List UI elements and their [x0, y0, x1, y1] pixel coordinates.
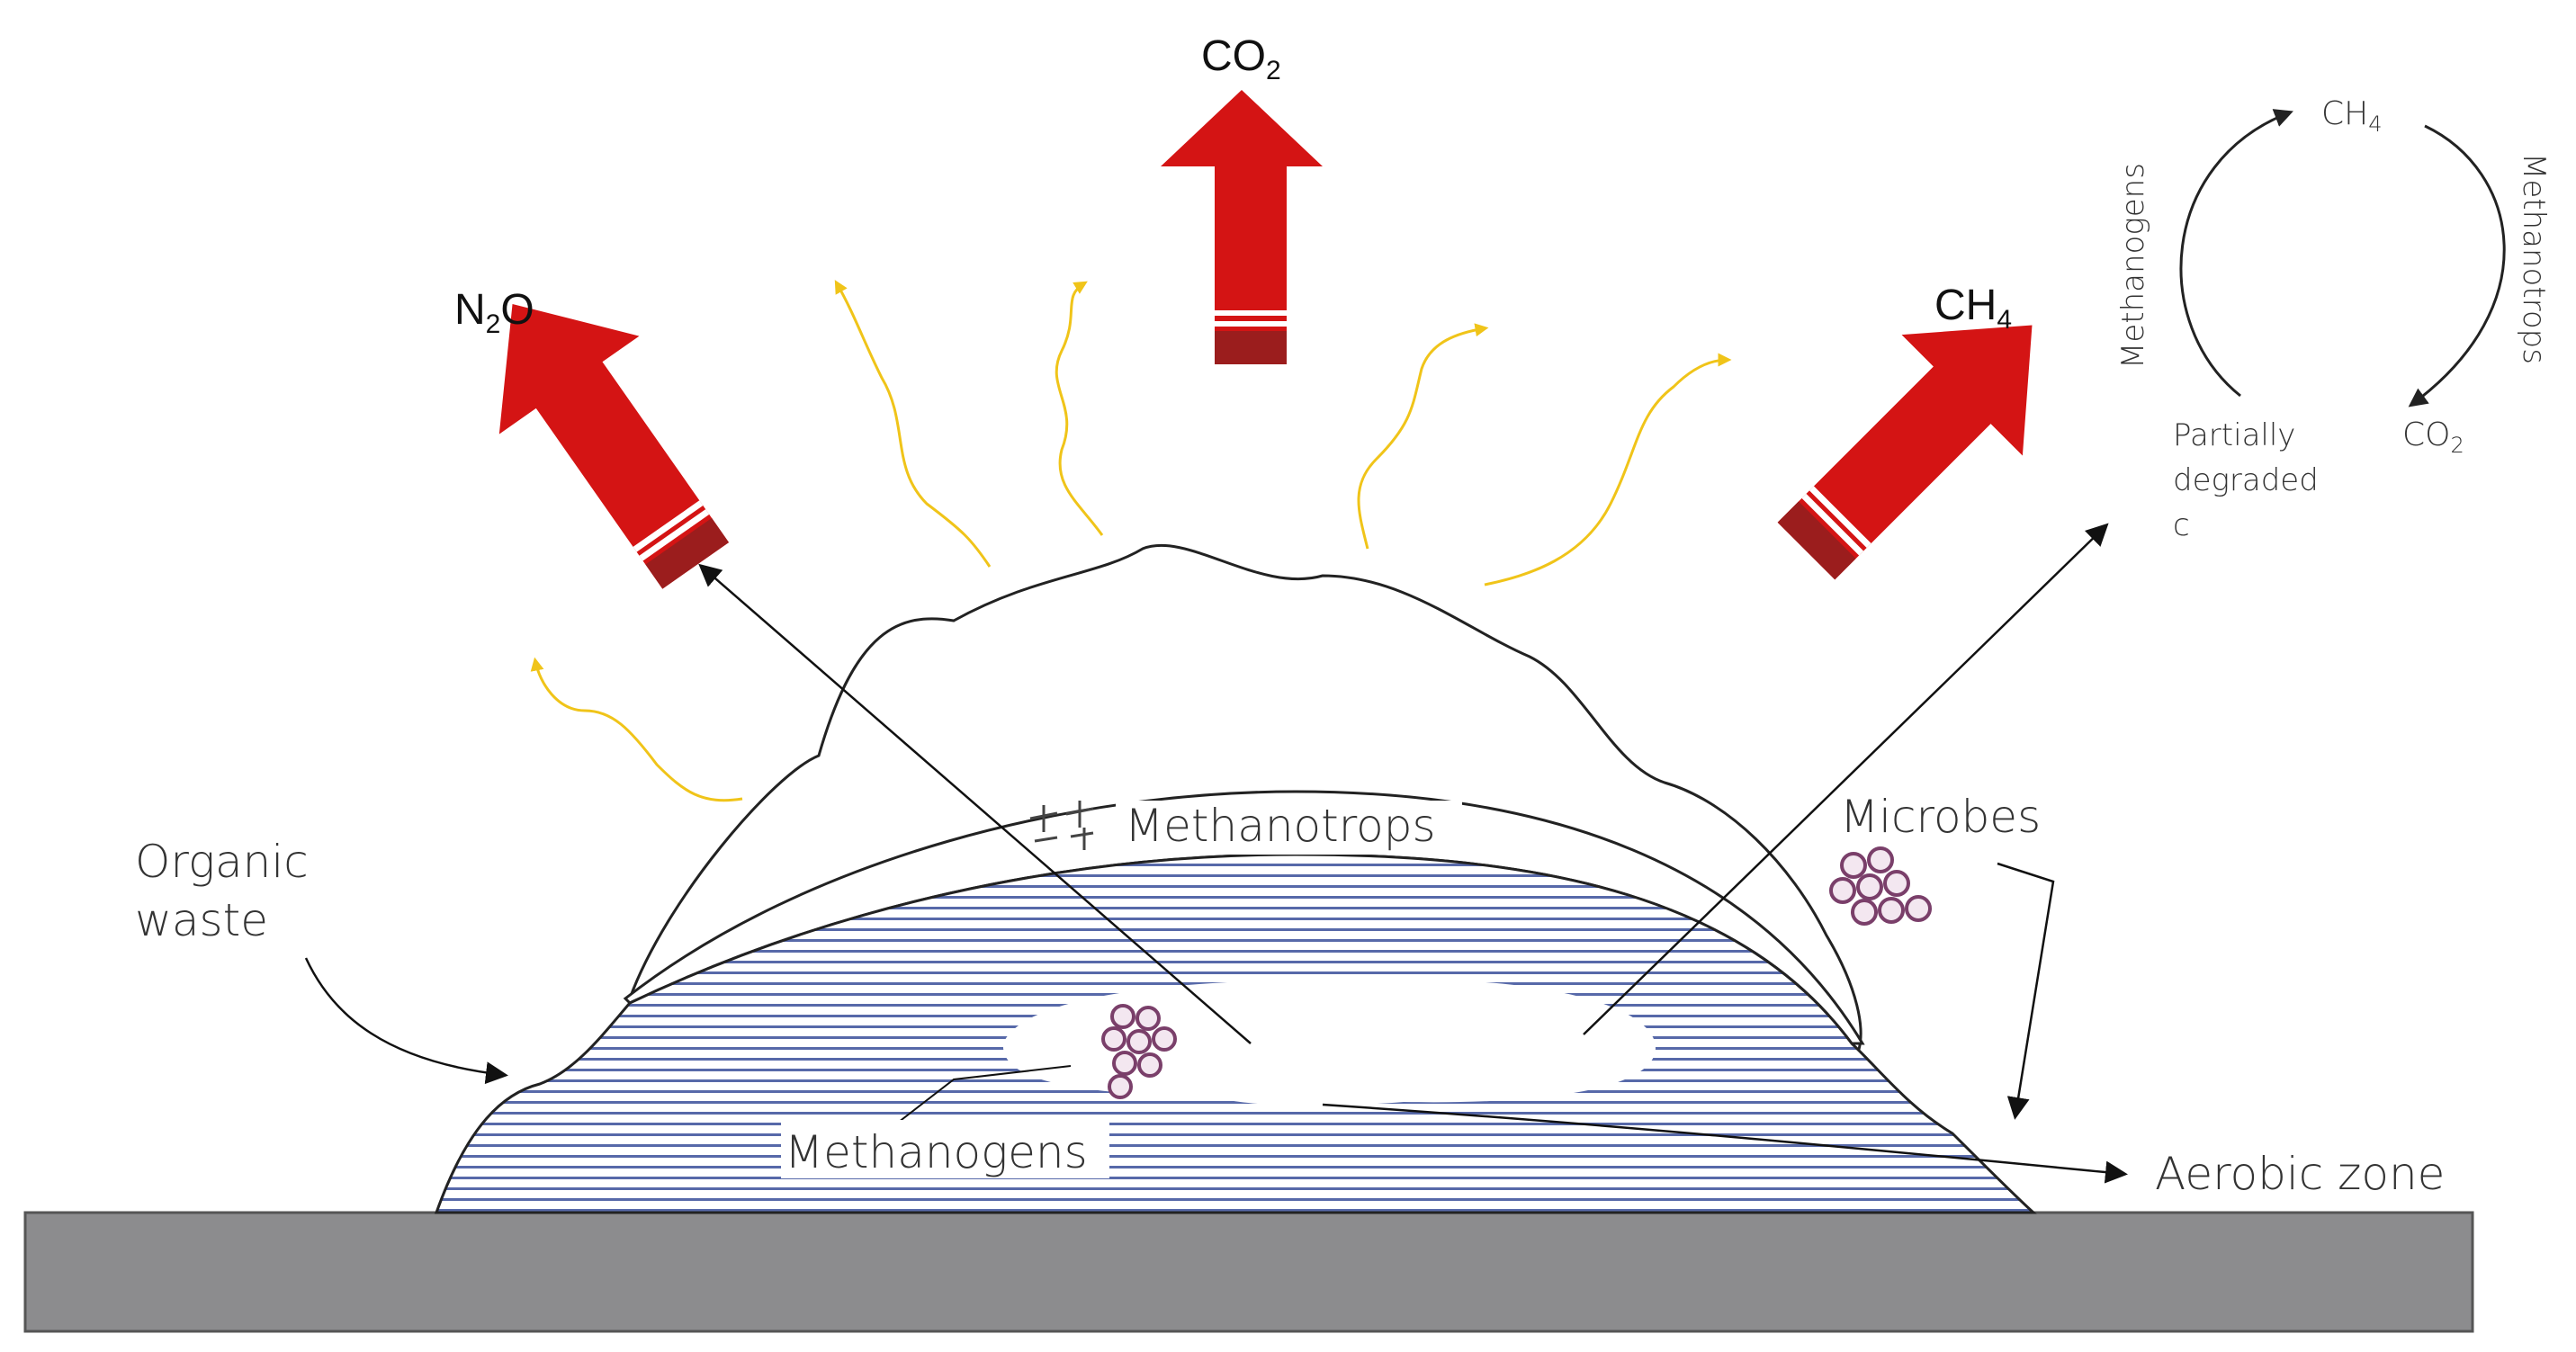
- methanotrops-label: Methanotrops: [1125, 800, 1436, 852]
- methane-cycle: CH4 CO2 Methanogens Methanotrops Partial…: [2115, 95, 2552, 543]
- microbes-label: Microbes: [1840, 791, 2041, 843]
- aerobic-zone: [1002, 980, 1656, 1106]
- methanotroph-cells: [1029, 801, 1094, 850]
- ch4-label: CH4: [1934, 282, 2012, 335]
- heat-waves: [530, 280, 1732, 802]
- cycle-arrow-left: [2179, 109, 2293, 398]
- arrow-aerobic-zone: [1322, 1103, 2128, 1184]
- microbes-cluster: [1829, 846, 1932, 926]
- cycle-ch4-label: CH4: [2321, 95, 2383, 137]
- n2o-emission-arrow: [498, 303, 730, 589]
- cycle-methanotrops-label: Methanotrops: [2516, 153, 2552, 364]
- arrow-to-ch4: [1583, 523, 2109, 1035]
- microbes-pointer: [1997, 862, 2055, 1120]
- ch4-emission-arrow: [1777, 325, 2033, 580]
- organic-waste-label-line2: waste: [135, 894, 268, 946]
- methanogens-label: Methanogens: [785, 1126, 1088, 1178]
- cycle-arrow-right: [2408, 124, 2506, 407]
- ground-slab: [23, 1211, 2474, 1333]
- arrow-to-n2o: [698, 563, 1252, 1044]
- aerobic-zone-label: Aerobic zone: [2155, 1148, 2445, 1200]
- methanogens-cluster: [1101, 1004, 1177, 1099]
- organic-waste-label-line1: Organic: [135, 836, 309, 888]
- methanotrops-label-bg: [1116, 801, 1462, 855]
- cycle-partial-line2: degraded: [2173, 462, 2319, 498]
- landfill-cover-outline: [628, 543, 1862, 1062]
- n2o-label: N2O: [454, 286, 534, 339]
- co2-label: CO2: [1201, 32, 1281, 85]
- cycle-partial-line1: Partially: [2173, 417, 2295, 453]
- cycle-partial-line3: c: [2173, 507, 2190, 543]
- cycle-methanogens-label: Methanogens: [2115, 163, 2151, 369]
- cycle-co2-label: CO2: [2402, 416, 2464, 458]
- arrow-to-organic-waste: [304, 957, 508, 1085]
- methanogens-label-bg: [781, 1120, 1109, 1178]
- co2-emission-arrow: [1161, 90, 1323, 364]
